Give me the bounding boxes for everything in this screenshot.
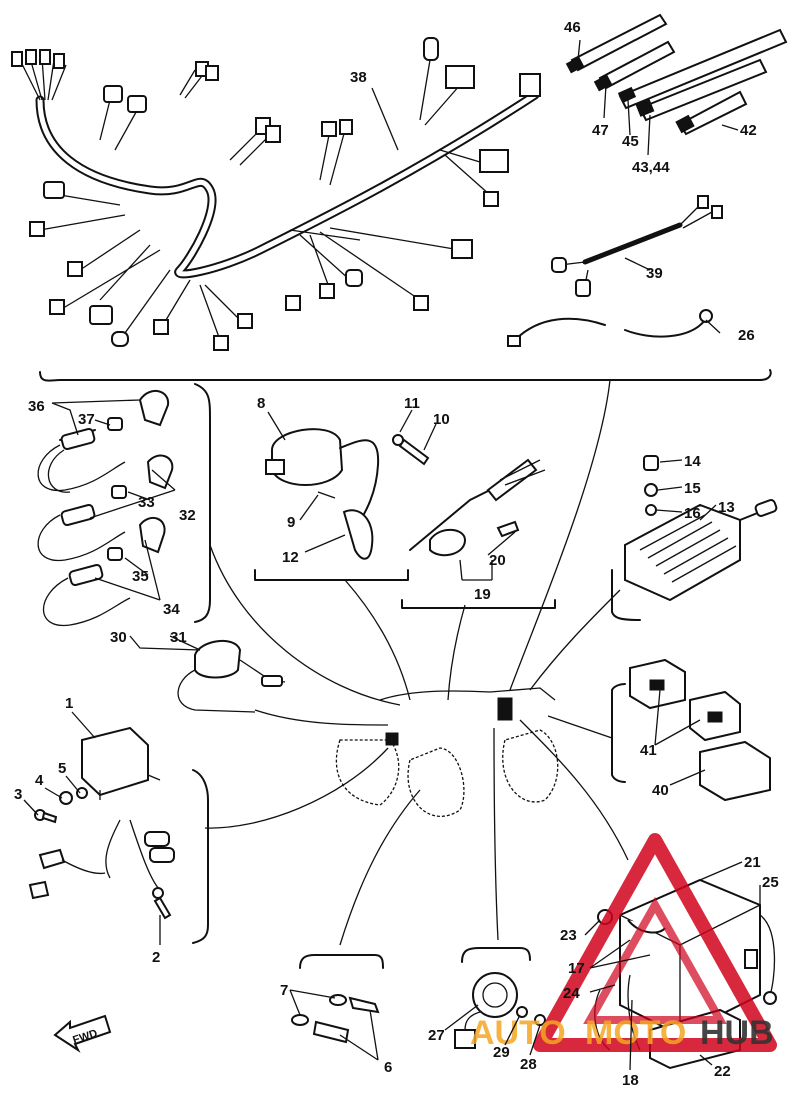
pickup-coil xyxy=(401,458,556,609)
switch-bracket xyxy=(194,383,211,623)
callout-12: 12 xyxy=(282,549,299,566)
callout-15: 15 xyxy=(684,480,701,497)
callout-47: 47 xyxy=(592,122,609,139)
callout-27: 27 xyxy=(428,1027,445,1044)
callout-37: 37 xyxy=(78,411,95,428)
callout-34: 34 xyxy=(163,601,180,618)
callout-45: 45 xyxy=(622,133,639,150)
callout-41: 41 xyxy=(640,742,657,759)
watermark: AUTO MOTO HUB xyxy=(470,833,777,1052)
callout-30: 30 xyxy=(110,629,127,646)
callout-11: 11 xyxy=(404,395,420,412)
callout-labels: 1 2 3 4 5 6 7 8 9 10 11 12 13 14 15 16 1… xyxy=(14,19,779,1089)
callout-1: 1 xyxy=(65,695,73,712)
callout-23: 23 xyxy=(560,927,577,944)
ignition-coil xyxy=(254,428,430,581)
callout-32: 32 xyxy=(179,507,196,524)
fwd-arrow: FWD xyxy=(53,1014,112,1053)
callout-25: 25 xyxy=(762,874,779,891)
callout-4: 4 xyxy=(35,772,44,789)
callout-26: 26 xyxy=(738,327,755,344)
callout-28: 28 xyxy=(520,1056,537,1073)
callout-8: 8 xyxy=(257,395,265,412)
leader-lines xyxy=(204,379,629,946)
sensor-switches xyxy=(291,954,384,1044)
callout-20: 20 xyxy=(489,552,506,569)
callout-9: 9 xyxy=(287,514,295,531)
watermark-word-right: HUB xyxy=(700,1014,774,1052)
callout-19: 19 xyxy=(474,586,491,603)
callout-16: 16 xyxy=(684,505,701,522)
main-wire-harness xyxy=(11,37,541,351)
group-bracket xyxy=(39,369,772,382)
callout-43-44: 43,44 xyxy=(632,159,670,176)
callout-17: 17 xyxy=(568,960,585,977)
cdi-unit xyxy=(28,726,209,944)
callout-18: 18 xyxy=(622,1072,639,1089)
rectifier-regulator xyxy=(611,455,778,621)
watermark-triangle xyxy=(533,833,777,1052)
relay-group xyxy=(611,658,771,802)
callout-leaders xyxy=(23,39,761,1071)
watermark-word-mid: MOTO xyxy=(585,1014,686,1052)
callout-35: 35 xyxy=(132,568,149,585)
callout-14: 14 xyxy=(684,453,701,470)
callout-42: 42 xyxy=(740,122,757,139)
callout-6: 6 xyxy=(384,1059,392,1076)
horn xyxy=(454,947,546,1049)
callout-24: 24 xyxy=(563,985,580,1002)
callout-38: 38 xyxy=(350,69,367,86)
callout-39: 39 xyxy=(646,265,663,282)
switch-group xyxy=(37,390,286,713)
sub-harness xyxy=(551,195,723,297)
callout-29: 29 xyxy=(493,1044,510,1061)
callout-7: 7 xyxy=(280,982,288,999)
callout-36: 36 xyxy=(28,398,45,415)
callout-10: 10 xyxy=(433,411,450,428)
callout-13: 13 xyxy=(718,499,735,516)
callout-40: 40 xyxy=(652,782,669,799)
callout-5: 5 xyxy=(58,760,66,777)
lead-wire xyxy=(507,309,713,347)
callout-22: 22 xyxy=(714,1063,731,1080)
callout-46: 46 xyxy=(564,19,581,36)
callout-3: 3 xyxy=(14,786,22,803)
chassis-outline xyxy=(335,687,559,817)
watermark-triangle-inner xyxy=(583,896,727,1024)
callout-2: 2 xyxy=(152,949,160,966)
harness-connectors xyxy=(11,37,541,351)
callout-21: 21 xyxy=(744,854,761,871)
cable-ties xyxy=(565,13,788,136)
